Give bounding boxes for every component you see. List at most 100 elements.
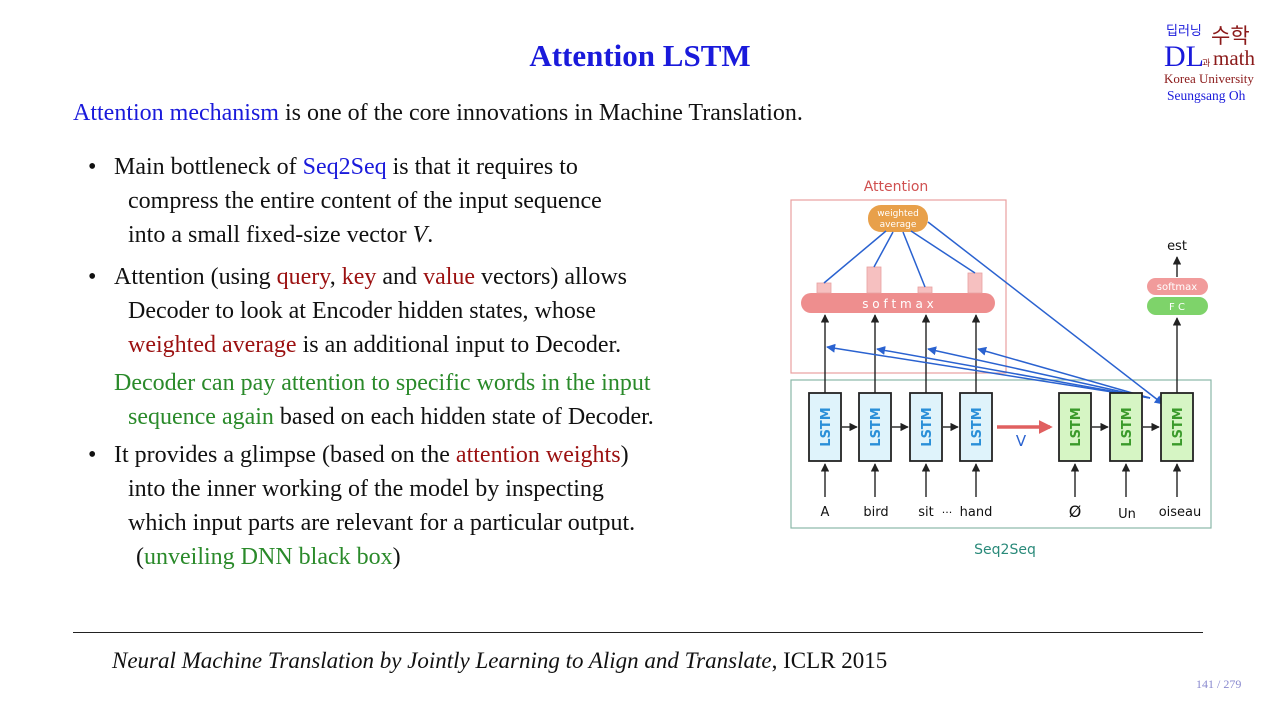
attention-weight-bar bbox=[967, 272, 983, 294]
decoder-input-word: Un bbox=[1118, 507, 1136, 522]
b1-vector-v: V bbox=[412, 222, 428, 248]
output-softmax bbox=[1147, 278, 1208, 295]
bullet-list: • Main bottleneck of Seq2Seq is that it … bbox=[88, 150, 768, 582]
logo-korean-math: 수학 bbox=[1211, 24, 1250, 48]
weight-line bbox=[823, 230, 887, 284]
b3-text: ) bbox=[620, 442, 629, 468]
lstm-label: LSTM bbox=[970, 407, 985, 446]
bullet-dot: • bbox=[88, 154, 97, 180]
query-arrow bbox=[927, 346, 1151, 399]
page-number: 141 / 279 bbox=[1196, 677, 1242, 691]
logo-korean-and: 과 bbox=[1202, 59, 1211, 69]
lstm-label: LSTM bbox=[819, 407, 834, 446]
lstm-label: LSTM bbox=[1171, 407, 1186, 446]
weighted-average-node bbox=[868, 205, 928, 232]
b3-paren: ( bbox=[136, 544, 144, 570]
decoder-lstm-cell: LSTM bbox=[1160, 392, 1194, 462]
bullet-dot: • bbox=[88, 264, 97, 290]
seq2seq-label: Seq2Seq bbox=[974, 542, 1036, 558]
reference-venue: , ICLR 2015 bbox=[771, 648, 888, 673]
input-word: bird bbox=[863, 505, 888, 520]
b3-paren: ) bbox=[392, 544, 401, 570]
b3-line2: into the inner working of the model by i… bbox=[128, 476, 604, 502]
fc-layer bbox=[1147, 297, 1208, 315]
b2-text: vectors) allows bbox=[475, 264, 628, 290]
b1-text: is that it requires to bbox=[386, 154, 578, 180]
encoder-lstm-cell: LSTM bbox=[909, 392, 943, 462]
lstm-label: LSTM bbox=[920, 407, 935, 446]
b2-value: value bbox=[423, 264, 476, 290]
b1-text: Main bottleneck of bbox=[114, 154, 303, 180]
output-word: est bbox=[1167, 239, 1187, 254]
b2-text: Attention (using bbox=[114, 264, 277, 290]
b1-line2: compress the entire content of the input… bbox=[128, 188, 602, 214]
weighted-average-label: weighted bbox=[877, 209, 919, 219]
b2-query: query bbox=[276, 264, 330, 290]
query-arrow bbox=[826, 343, 1151, 399]
footer-rule bbox=[73, 632, 1203, 633]
logo-math: math bbox=[1213, 46, 1255, 70]
bullet-dot: • bbox=[88, 442, 97, 468]
decoder-lstm-cell: LSTM bbox=[1058, 392, 1092, 462]
logo-author: Seungsang Oh bbox=[1167, 88, 1246, 103]
decoder-lstm-cell: LSTM bbox=[1109, 392, 1143, 462]
logo-korean-deep-learning: 딥러닝 bbox=[1166, 24, 1202, 39]
reference-title: Neural Machine Translation by Jointly Le… bbox=[112, 648, 772, 673]
input-word: sit bbox=[918, 505, 933, 520]
page-title: Attention LSTM bbox=[529, 38, 751, 73]
softmax-bar bbox=[801, 293, 995, 313]
weight-line bbox=[873, 231, 894, 268]
query-arrow bbox=[977, 346, 1151, 399]
decoder-input-word: Ø bbox=[1069, 502, 1082, 521]
encoder-lstm-cell: LSTM bbox=[808, 392, 842, 462]
weighted-average-label: average bbox=[880, 220, 917, 230]
b2-line2: Decoder to look at Encoder hidden states… bbox=[128, 298, 596, 324]
encoder-lstm-cell: LSTM bbox=[858, 392, 892, 462]
decoder-input-word: oiseau bbox=[1159, 505, 1202, 520]
b2-comma: , bbox=[329, 264, 342, 290]
context-vector-label: V bbox=[1016, 432, 1027, 450]
logo-university: Korea University bbox=[1164, 71, 1254, 86]
decoder-note: Decoder can pay attention to specific wo… bbox=[88, 366, 768, 434]
attention-lstm-diagram: Attention Seq2Seq s o f t m a x weighted… bbox=[790, 179, 1212, 558]
bullet-bottleneck: • Main bottleneck of Seq2Seq is that it … bbox=[88, 150, 768, 252]
note-text: based on each hidden state of Decoder. bbox=[273, 404, 654, 430]
encoder-lstm-cell: LSTM bbox=[959, 392, 993, 462]
output-softmax-label: softmax bbox=[1157, 282, 1197, 293]
intro-rest: is one of the core innovations in Machin… bbox=[278, 100, 803, 126]
b3-line3: which input parts are relevant for a par… bbox=[128, 510, 636, 536]
logo-dl: DL bbox=[1164, 40, 1204, 73]
attention-weight-bar bbox=[866, 266, 882, 294]
b1-seq2seq: Seq2Seq bbox=[302, 154, 387, 180]
attention-weight-bar bbox=[816, 282, 832, 294]
seq2seq-box bbox=[790, 379, 1212, 529]
note-line1: Decoder can pay attention to specific wo… bbox=[114, 370, 651, 396]
b1-text: into a small fixed-size vector bbox=[128, 222, 413, 248]
b2-and: and bbox=[376, 264, 424, 290]
input-word: hand bbox=[960, 505, 993, 520]
intro-highlight: Attention mechanism bbox=[73, 100, 279, 126]
attention-box bbox=[790, 199, 1007, 374]
reference: Neural Machine Translation by Jointly Le… bbox=[112, 648, 887, 674]
lstm-label: LSTM bbox=[1120, 407, 1135, 446]
input-word: A bbox=[821, 505, 830, 520]
intro-sentence: Attention mechanism is one of the core i… bbox=[73, 100, 803, 127]
fc-label: F C bbox=[1169, 302, 1185, 313]
input-ellipsis: ··· bbox=[942, 506, 953, 519]
weight-line bbox=[902, 231, 926, 288]
context-arrow bbox=[927, 221, 1164, 405]
b2-text: is an additional input to Decoder. bbox=[296, 332, 622, 358]
attention-label: Attention bbox=[864, 179, 929, 195]
query-arrow bbox=[876, 346, 1151, 399]
attention-weight-bar bbox=[917, 286, 933, 294]
b2-weighted-average: weighted average bbox=[128, 332, 297, 358]
b1-period: . bbox=[427, 222, 434, 248]
softmax-bar-label: s o f t m a x bbox=[862, 297, 934, 311]
b2-key: key bbox=[341, 264, 377, 290]
note-highlight: sequence again bbox=[128, 404, 274, 430]
weight-line bbox=[910, 230, 976, 274]
bullet-glimpse: • It provides a glimpse (based on the at… bbox=[88, 438, 768, 574]
bullet-attention: • Attention (using query, key and value … bbox=[88, 260, 768, 362]
b3-text: It provides a glimpse (based on the bbox=[114, 442, 456, 468]
b3-attention-weights: attention weights bbox=[455, 442, 621, 468]
